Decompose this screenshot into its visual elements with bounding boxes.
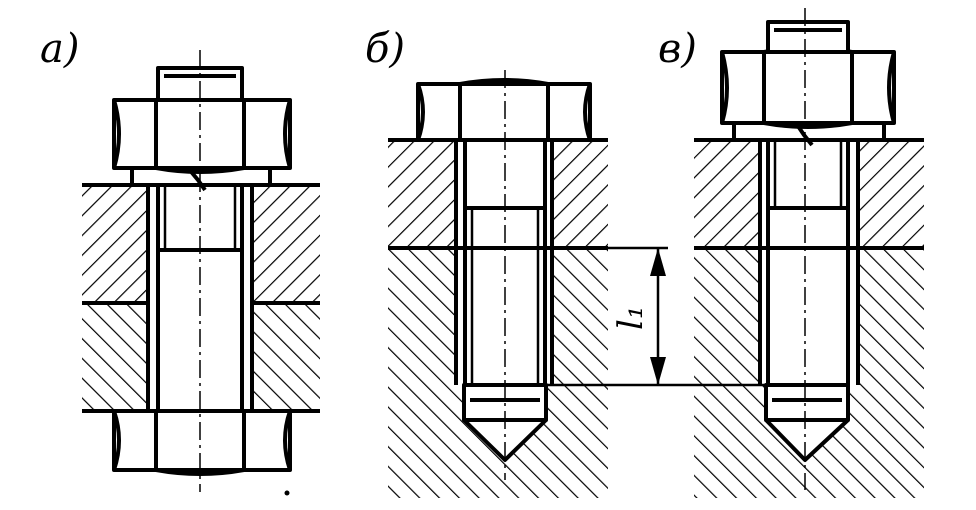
plate-v-left-section [694,140,760,248]
dimension-label: l₁ [611,305,651,330]
label-a: а) [40,26,79,72]
plate-b-right-section [552,140,608,248]
lower-plate-right-section [252,303,320,411]
nut-v [720,50,896,125]
lower-plate-left-section [82,303,148,411]
upper-plate-right-section [252,185,320,303]
plate-b-left-section [388,140,456,248]
upper-plate-left-section [82,185,148,303]
bolt-head-b [416,82,592,142]
dimension-l1: l₁ [546,246,770,387]
plate-v-right-section [858,140,924,248]
base-b-section [388,248,608,498]
drawing-v-stud [694,8,924,498]
drawing-b-screw [388,70,608,498]
thread-end-v [764,383,850,422]
base-v-section [694,248,924,498]
label-b: б) [365,26,405,72]
stud-end-v [766,20,850,54]
bolt-head-a [112,409,292,472]
stud-shank-v [766,138,850,387]
drawing-a-through-bolt [82,50,320,496]
nut-a [112,98,292,170]
label-v: в) [658,26,697,72]
